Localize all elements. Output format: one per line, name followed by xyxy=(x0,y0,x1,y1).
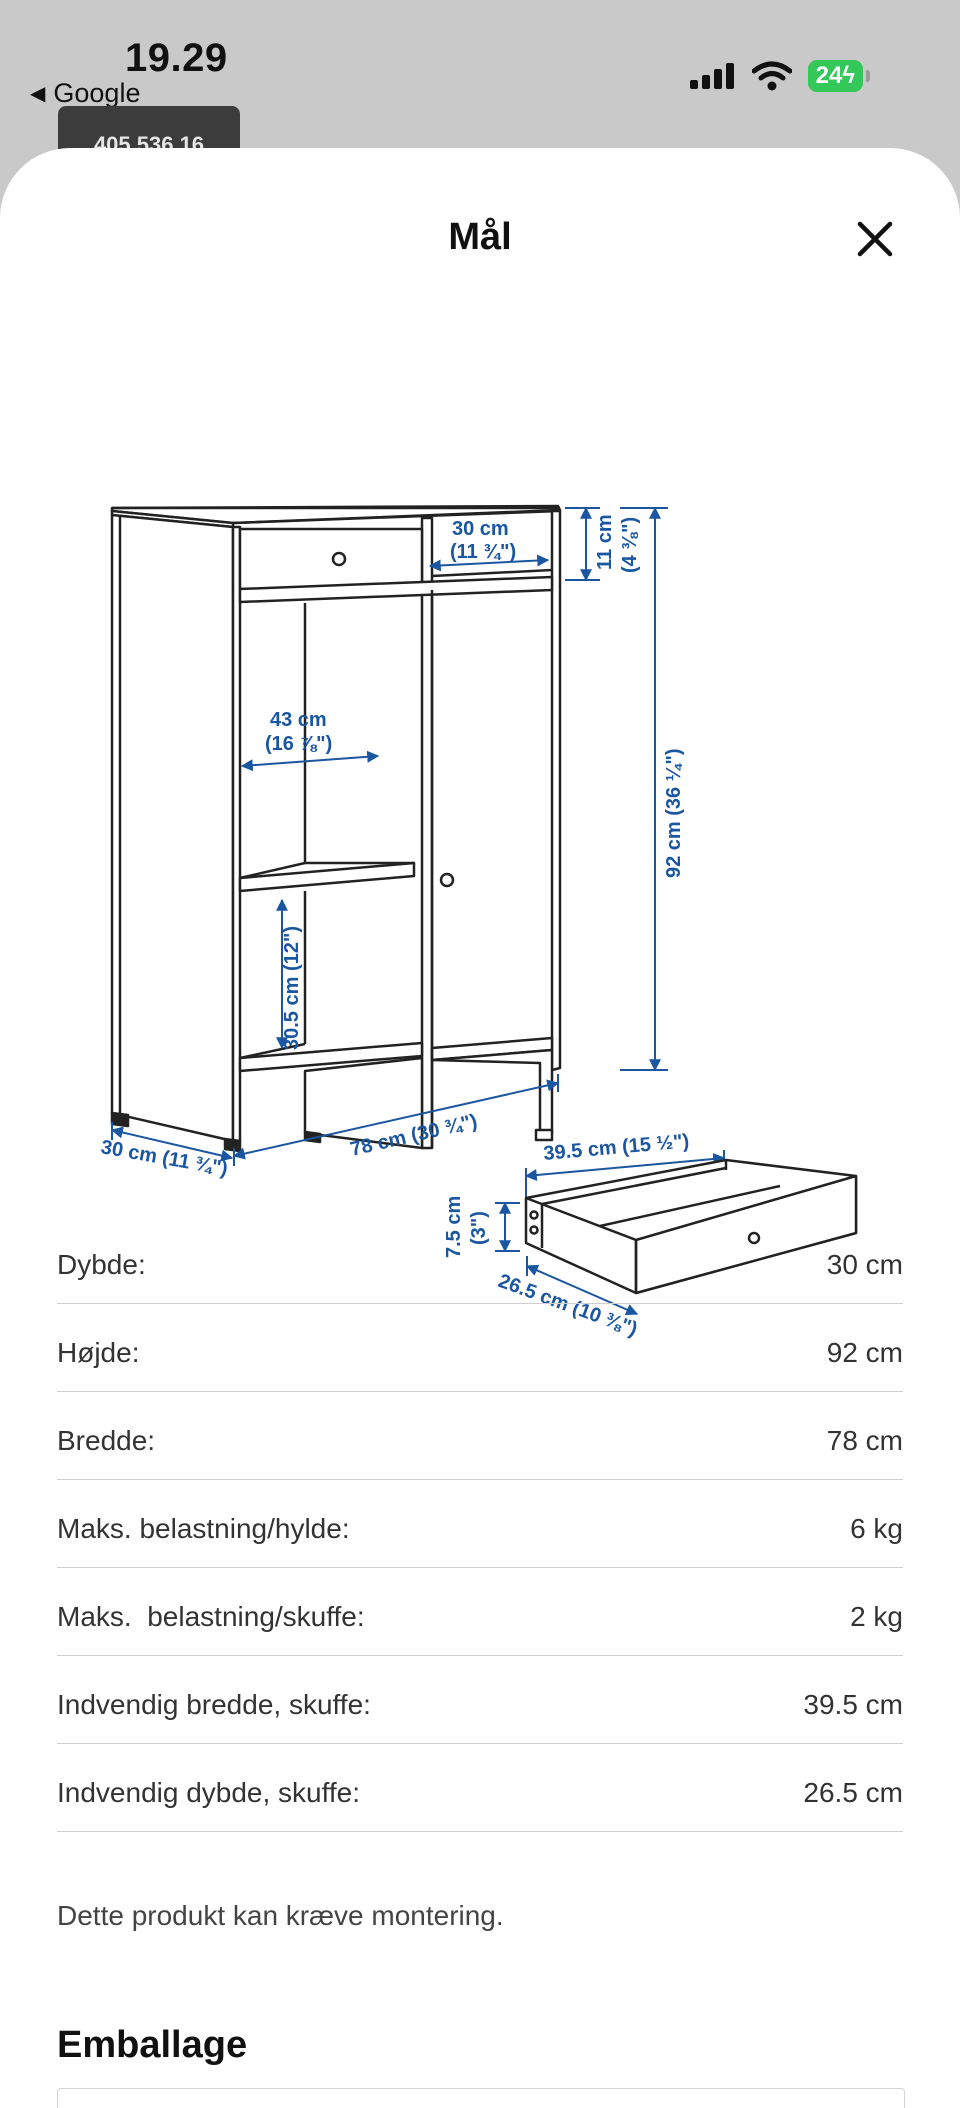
spec-value: 6 kg xyxy=(850,1512,903,1544)
wifi-icon xyxy=(751,61,792,91)
packaging-section-title: Emballage xyxy=(57,2024,248,2066)
battery-indicator: 24ϟ xyxy=(807,60,870,92)
spec-row-width: Bredde: 78 cm xyxy=(57,1392,903,1480)
label-top-height-in: (4 ⅜") xyxy=(619,517,641,573)
spec-row-inner-depth-drawer: Indvendig dybde, skuffe: 26.5 cm xyxy=(57,1744,903,1832)
spec-row-depth: Dybde: 30 cm xyxy=(57,1216,903,1304)
spec-label: Indvendig dybde, skuffe: xyxy=(57,1776,361,1808)
cellular-signal-icon xyxy=(689,63,734,89)
back-to-app-link[interactable]: ◀ Google xyxy=(30,78,140,109)
spec-row-max-load-shelf: Maks. belastning/hylde: 6 kg xyxy=(57,1480,903,1568)
label-total-height: 92 cm (36 ¼") xyxy=(663,748,685,878)
label-shelf-width-in: (16 ⅞") xyxy=(265,733,332,755)
spec-value: 78 cm xyxy=(826,1424,903,1456)
back-app-label: Google xyxy=(53,78,141,108)
label-shelf-gap: 30.5 cm (12") xyxy=(281,926,303,1050)
drawer-illustration xyxy=(524,1158,858,1295)
spec-label: Maks. belastning/skuffe: xyxy=(57,1600,365,1632)
back-arrow-icon: ◀ xyxy=(30,83,46,105)
spec-label: Dybde: xyxy=(57,1248,146,1280)
close-button[interactable] xyxy=(850,214,900,264)
status-icons: 24ϟ xyxy=(689,60,870,92)
battery-tip xyxy=(866,70,870,82)
packaging-card xyxy=(57,2088,905,2108)
label-drawer-height: 7.5 cm xyxy=(443,1196,465,1258)
sheet-title: Mål xyxy=(448,216,512,258)
dimension-diagram: 30 cm (11 ¾") 11 cm (4 ⅜") 43 cm (16 ⅞")… xyxy=(99,504,858,1341)
cabinet-illustration xyxy=(110,504,562,1153)
spec-label: Indvendig bredde, skuffe: xyxy=(57,1688,371,1720)
spec-value: 2 kg xyxy=(850,1600,903,1632)
spec-label: Højde: xyxy=(57,1336,140,1368)
label-drawer-height-in: (3") xyxy=(468,1211,490,1245)
specs-list: Dybde: 30 cm Højde: 92 cm Bredde: 78 cm … xyxy=(57,1216,903,1832)
dimensions-sheet: Mål xyxy=(0,148,960,2108)
label-drawer-width: 39.5 cm (15 ½") xyxy=(543,1130,691,1165)
spec-value: 39.5 cm xyxy=(803,1688,903,1720)
close-icon xyxy=(857,221,893,257)
spec-label: Bredde: xyxy=(57,1424,156,1456)
spec-row-max-load-drawer: Maks. belastning/skuffe: 2 kg xyxy=(57,1568,903,1656)
spec-label: Maks. belastning/hylde: xyxy=(57,1512,350,1544)
status-time: 19.29 xyxy=(125,36,228,80)
battery-level: 24ϟ xyxy=(807,60,863,92)
label-drawer-inner-width-in: (11 ¾") xyxy=(450,541,516,563)
spec-value: 26.5 cm xyxy=(803,1776,903,1808)
spec-row-inner-width-drawer: Indvendig bredde, skuffe: 39.5 cm xyxy=(57,1656,903,1744)
label-shelf-width: 43 cm xyxy=(270,709,327,731)
charging-bolt-icon: ϟ xyxy=(842,62,855,89)
spec-row-height: Højde: 92 cm xyxy=(57,1304,903,1392)
spec-value: 92 cm xyxy=(826,1336,903,1368)
label-top-height: 11 cm xyxy=(594,514,616,570)
assembly-note: Dette produkt kan kræve montering. xyxy=(57,1900,504,1931)
status-bar: 19.29 ◀ Google 24ϟ xyxy=(0,0,960,150)
dimension-lines xyxy=(110,506,726,1316)
spec-value: 30 cm xyxy=(826,1248,903,1280)
label-drawer-inner-width: 30 cm xyxy=(452,518,509,540)
